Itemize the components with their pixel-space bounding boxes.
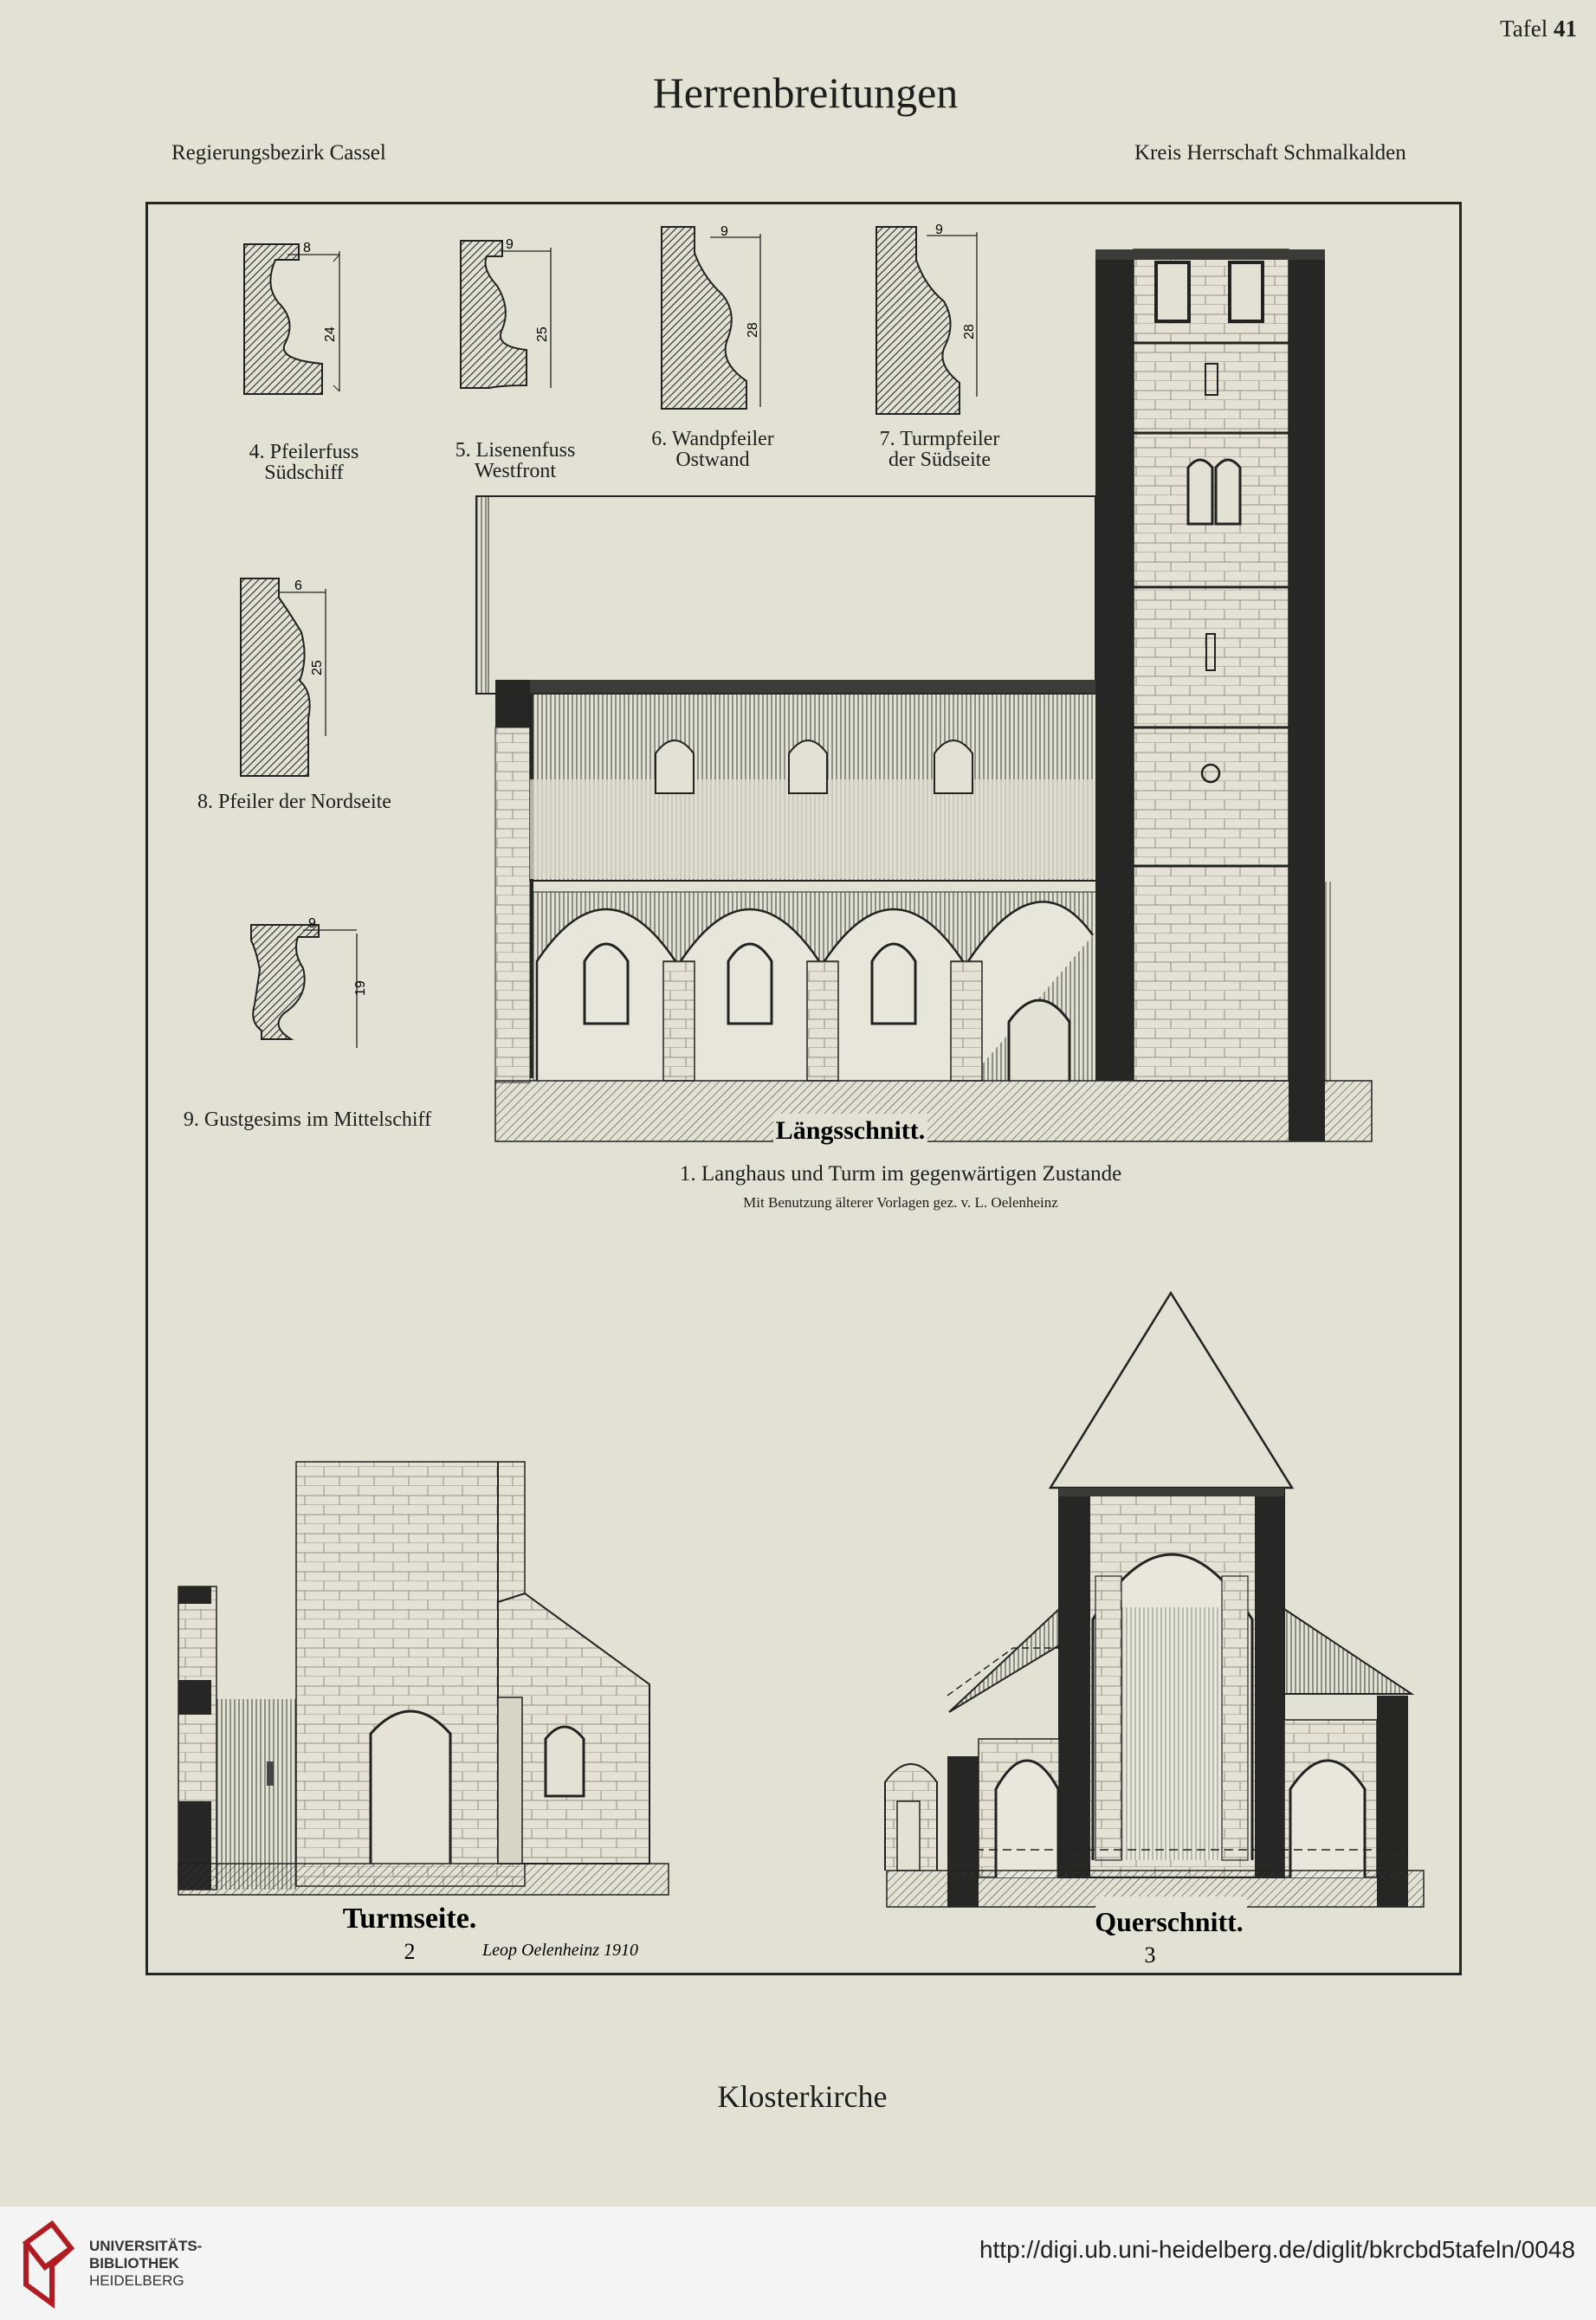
- tower-side-number: 2: [404, 1939, 416, 1964]
- tower-side-elevation: Turmseite. 2 Leop Oelenheinz 1910: [178, 1461, 669, 1964]
- profile-4-title: 4. Pfeilerfuss: [249, 441, 359, 463]
- library-logo-icon: [22, 2220, 75, 2309]
- longitudinal-credit: Mit Benutzung älterer Vorlagen gez. v. L…: [743, 1194, 1058, 1211]
- profile-5-drawing: 9 25: [460, 237, 552, 389]
- page-title: Herrenbreitungen: [652, 68, 959, 117]
- profile-5-dim-height: 25: [535, 326, 550, 342]
- profile-6-drawing: 9 28: [661, 224, 761, 410]
- profile-7-drawing: 9 28: [876, 223, 978, 415]
- library-name-line2: BIBLIOTHEK: [89, 2255, 179, 2272]
- source-url-link[interactable]: http://digi.ub.uni-heidelberg.de/diglit/…: [979, 2236, 1575, 2263]
- library-name-line3: HEIDELBERG: [89, 2272, 184, 2289]
- profile-6-title: 6. Wandpfeiler: [651, 428, 774, 450]
- profile-4-subtitle: Südschiff: [264, 462, 344, 484]
- profile-9-caption: 9. Gustgesims im Mittelschiff: [183, 1108, 432, 1131]
- library-name-line1: UNIVERSITÄTS-: [89, 2238, 203, 2254]
- profile-6-subtitle: Ostwand: [675, 449, 750, 471]
- profile-4-drawing: 8 24: [243, 241, 340, 395]
- profile-7-dim-height: 28: [962, 324, 977, 339]
- plate-prefix: Tafel: [1500, 16, 1548, 42]
- profile-4-dim-width: 8: [303, 241, 311, 255]
- profile-4-dim-height: 24: [323, 326, 338, 342]
- cross-section-number: 3: [1145, 1942, 1156, 1968]
- profile-7-subtitle: der Südseite: [888, 449, 991, 471]
- artist-signature: Leop Oelenheinz 1910: [481, 1941, 638, 1960]
- footer-bar: UNIVERSITÄTS- BIBLIOTHEK HEIDELBERG http…: [0, 2207, 1596, 2320]
- profile-7-title: 7. Turmpfeiler: [879, 428, 1000, 450]
- profile-8-dim-width: 6: [294, 578, 302, 593]
- cross-section: Querschnitt. 3: [884, 1290, 1425, 1968]
- tower-side-label: Turmseite.: [343, 1903, 477, 1935]
- plate-number: Tafel 41: [1500, 16, 1577, 42]
- longitudinal-section-label: Längsschnitt.: [776, 1116, 926, 1145]
- profile-7-dim-width: 9: [935, 223, 943, 237]
- longitudinal-caption: 1. Langhaus und Turm im gegenwärtigen Zu…: [679, 1162, 1122, 1186]
- library-name: UNIVERSITÄTS- BIBLIOTHEK HEIDELBERG: [89, 2238, 202, 2290]
- profile-6-dim-width: 9: [720, 224, 728, 239]
- county-label: Kreis Herrschaft Schmalkalden: [1134, 141, 1406, 165]
- profile-8-drawing: 6 25: [240, 578, 326, 777]
- profile-5-dim-width: 9: [506, 237, 514, 252]
- profile-8-caption: 8. Pfeiler der Nordseite: [197, 791, 391, 813]
- district-label: Regierungsbezirk Cassel: [171, 141, 386, 165]
- cross-section-label: Querschnitt.: [1095, 1906, 1244, 1937]
- profile-9-dim-height: 19: [353, 980, 368, 996]
- plate-frame: [145, 202, 1462, 1975]
- profile-8-dim-height: 25: [310, 660, 325, 675]
- longitudinal-section: Längsschnitt.: [475, 249, 1373, 1145]
- profile-5-title: 5. Lisenenfuss: [455, 439, 576, 462]
- profile-9-drawing: 9 19: [250, 916, 368, 1048]
- plate-number-value: 41: [1554, 16, 1577, 42]
- profile-5-subtitle: Westfront: [474, 460, 557, 482]
- profile-6-dim-height: 28: [746, 322, 760, 338]
- profile-9-dim-width: 9: [308, 916, 316, 931]
- bottom-label: Klosterkirche: [717, 2079, 888, 2114]
